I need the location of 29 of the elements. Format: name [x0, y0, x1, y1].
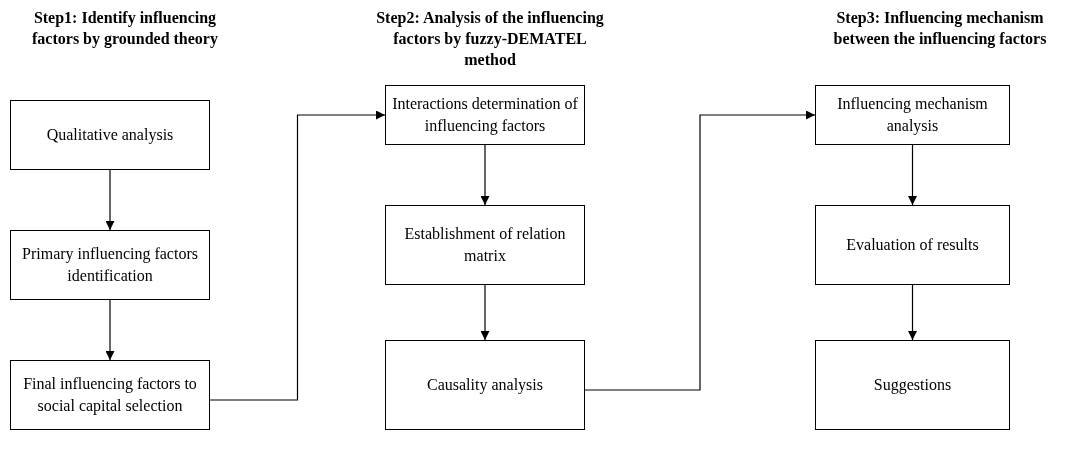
box-text: Primary influencing factors identification: [21, 244, 199, 286]
step-heading: Step1: Identify influencing factors by grounded theory: [31, 8, 219, 50]
box-text: Causality analysis: [427, 375, 543, 396]
process-box: [815, 340, 1010, 430]
box-text: Interactions determination of influencing factors: [392, 94, 578, 137]
process-box: [10, 360, 210, 430]
arrow: [105, 169, 115, 231]
box-text: Qualitative analysis: [46, 125, 174, 146]
box-text: Evaluation of results: [846, 235, 979, 256]
box-text: Establishment of relation matrix: [403, 224, 567, 266]
process-box: [385, 205, 585, 285]
arrow: [480, 144, 490, 206]
process-box: [385, 85, 585, 145]
arrow: [209, 110, 386, 401]
box-text: Final influencing factors to social capital selection: [22, 374, 198, 417]
step-heading: Step3: Influencing mechanism between the influencing factors: [832, 8, 1048, 50]
arrow: [105, 299, 115, 361]
process-box: [10, 230, 210, 300]
process-box: [10, 100, 210, 170]
arrow: [480, 284, 490, 341]
box-text: Suggestions: [873, 375, 952, 396]
arrow: [584, 110, 816, 391]
arrow: [908, 284, 917, 341]
step-heading: Step2: Analysis of the influencing factors by fuzzy-DEMATEL method: [375, 8, 605, 70]
box-text: Influencing mechanism analysis: [836, 94, 989, 137]
process-box: [815, 205, 1010, 285]
process-box: [815, 85, 1010, 145]
process-box: [385, 340, 585, 430]
arrow: [908, 144, 917, 206]
